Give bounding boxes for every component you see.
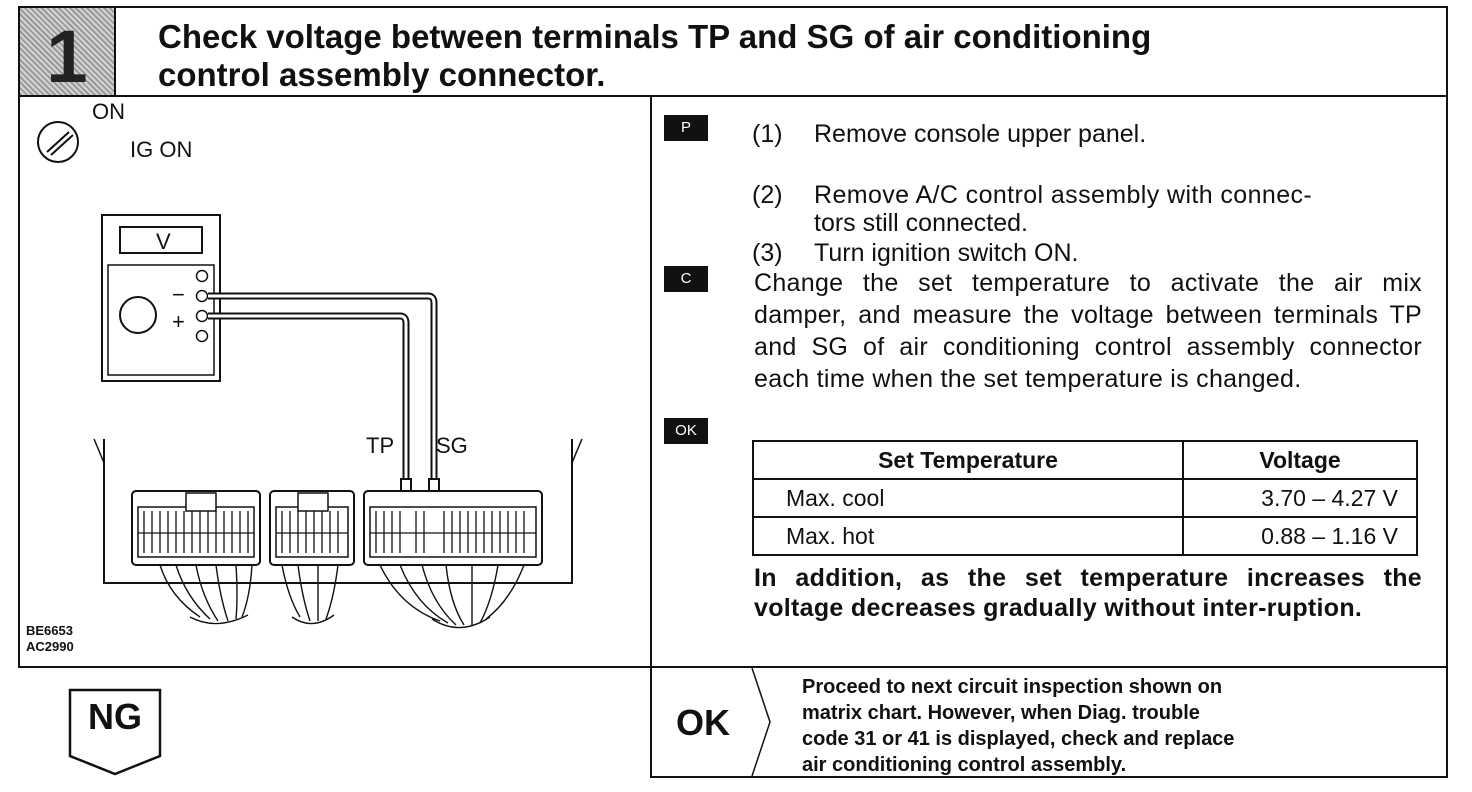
step-1-text: Remove console upper panel.: [814, 120, 1147, 148]
row-1-voltage: 3.70 – 4.27 V: [1182, 478, 1418, 518]
header-set-temperature: Set Temperature: [752, 440, 1184, 480]
diagram-panel: ON IG ON V − +: [18, 97, 652, 668]
title-line-1: Check voltage between terminals TP and S…: [158, 18, 1152, 55]
row-2-voltage: 0.88 – 1.16 V: [1182, 516, 1418, 556]
ok-note: In addition, as the set temperature incr…: [754, 564, 1422, 622]
step-3-text: Turn ignition switch ON.: [814, 239, 1079, 267]
ng-label: NG: [88, 696, 142, 737]
control-assembly-connector: [93, 438, 583, 629]
table-row: Max. hot 0.88 – 1.16 V: [752, 516, 1418, 556]
marker-ok: OK: [664, 418, 708, 444]
ng-shield-icon: [68, 688, 162, 776]
ng-branch: NG: [18, 668, 650, 778]
header-voltage: Voltage: [1182, 440, 1418, 480]
ok-instruction: Proceed to next circuit inspection shown…: [802, 674, 1422, 778]
title-line-2: control assembly connector.: [158, 56, 606, 93]
marker-c: C: [664, 266, 708, 292]
inspection-page: 1 Check voltage between terminals TP and…: [18, 6, 1448, 778]
step-2-number: (2): [752, 181, 783, 209]
ok-line-2: matrix chart. However, when Diag. troubl…: [802, 702, 1200, 724]
step-title: Check voltage between terminals TP and S…: [158, 18, 1308, 94]
ok-line-1: Proceed to next circuit inspection shown…: [802, 676, 1223, 698]
check-instruction: Change the set temperature to activate t…: [754, 269, 1422, 393]
row-2-temperature: Max. hot: [752, 516, 1184, 556]
voltmeter-label: V: [156, 229, 171, 254]
wiring-diagram: ON IG ON V − +: [26, 99, 583, 654]
step-3-number: (3): [752, 239, 783, 267]
ig-on-label: IG ON: [130, 137, 192, 162]
terminal-tp-label: TP: [366, 433, 394, 458]
step-number-box: 1: [20, 8, 116, 98]
voltage-spec-table: Set Temperature Voltage Max. cool 3.70 –…: [752, 440, 1418, 556]
row-1-temperature: Max. cool: [752, 478, 1184, 518]
procedure-panel: P C OK (1) Remove console upper panel. (…: [650, 97, 1448, 668]
table-row: Max. cool 3.70 – 4.27 V: [752, 478, 1418, 518]
step-header: 1 Check voltage between terminals TP and…: [18, 6, 1448, 98]
ok-line-4: air conditioning control assembly.: [802, 754, 1127, 776]
step-number: 1: [46, 15, 88, 98]
terminal-sg-label: SG: [436, 433, 468, 458]
marker-p: P: [664, 115, 708, 141]
plus-label: +: [172, 309, 185, 334]
ignition-switch-icon: [37, 121, 79, 163]
step-2-text-line-2: tors still connected.: [814, 209, 1028, 237]
figure-code-2: AC2990: [26, 639, 74, 654]
ok-branch: OK Proceed to next circuit inspection sh…: [650, 668, 1448, 778]
table-header-row: Set Temperature Voltage: [752, 440, 1418, 480]
step-1-number: (1): [752, 120, 783, 148]
switch-on-label: ON: [92, 99, 125, 124]
ok-line-3: code 31 or 41 is displayed, check and re…: [802, 728, 1235, 750]
ok-arrow-icon: [751, 668, 771, 776]
voltmeter-icon: [101, 214, 221, 382]
figure-code-1: BE6653: [26, 623, 73, 638]
minus-label: −: [172, 282, 185, 307]
ok-label: OK: [676, 702, 730, 743]
step-2-text-line-1: Remove A/C control assembly with connec-: [814, 181, 1313, 209]
